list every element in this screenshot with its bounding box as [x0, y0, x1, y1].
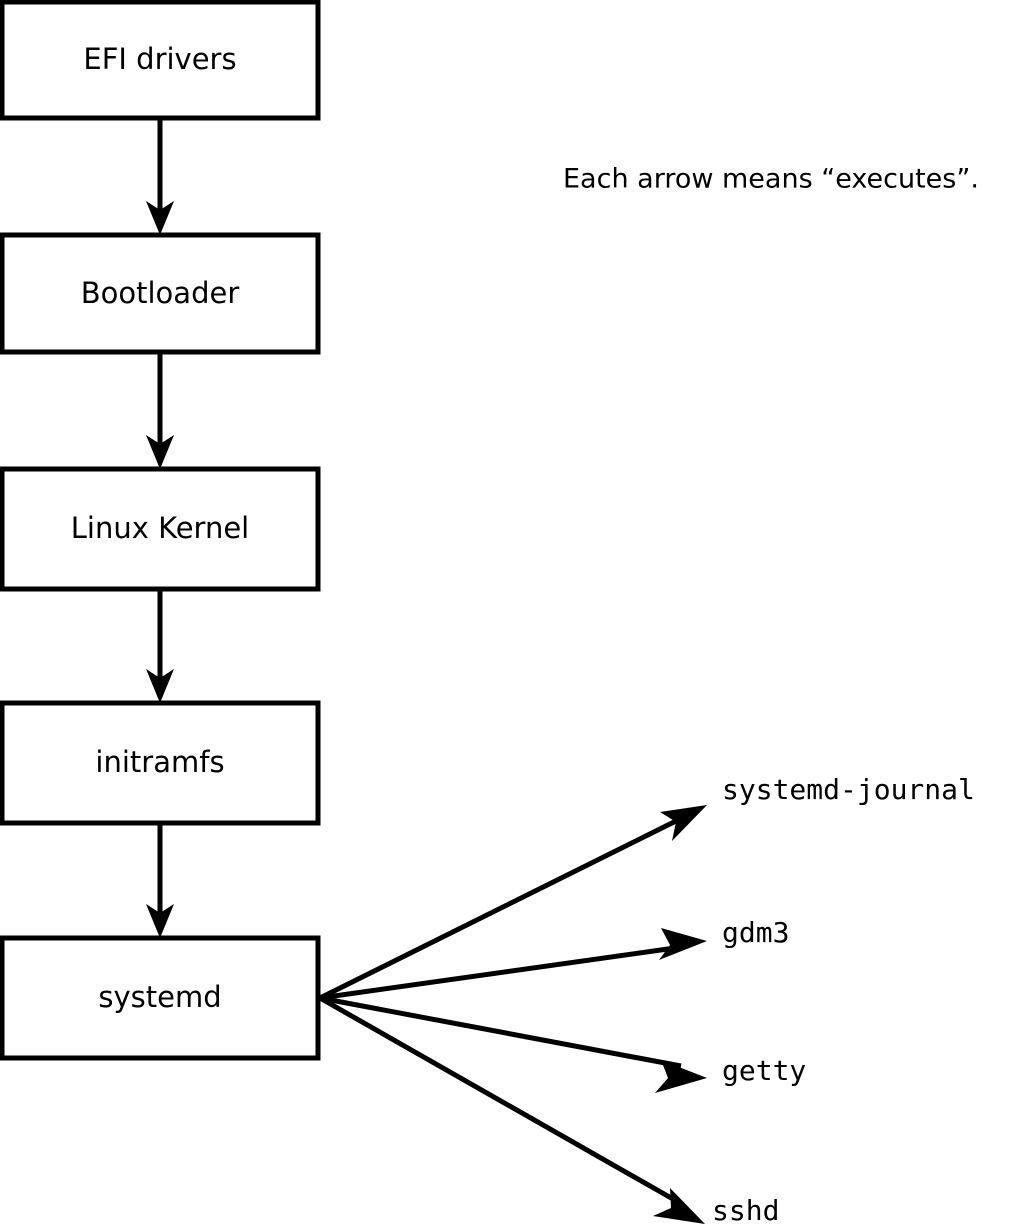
box-linux-kernel[interactable]: Linux Kernel [0, 466, 321, 592]
label-systemd-journal: systemd-journal [722, 773, 975, 806]
connector-linux-kernel-to-initramfs [146, 589, 174, 703]
connector-systemd-to-systemd-journal [318, 805, 707, 1001]
legend-caption: Each arrow means “executes”. [563, 164, 979, 195]
arrowhead-icon [146, 904, 174, 938]
arrowhead-icon [146, 435, 174, 469]
box-label-linux-kernel: Linux Kernel [71, 511, 249, 545]
arrowhead-icon [660, 805, 707, 841]
label-getty: getty [722, 1054, 806, 1087]
connector-systemd-to-sshd [318, 995, 705, 1224]
arrowhead-icon [655, 1060, 707, 1093]
connector-efi-drivers-to-bootloader [146, 118, 174, 235]
connector-systemd-to-getty [319, 995, 707, 1093]
connector-bootloader-to-linux-kernel [146, 352, 174, 469]
connector-systemd-to-gdm3 [319, 928, 707, 1001]
arrowhead-icon [653, 1188, 705, 1224]
box-label-bootloader: Bootloader [81, 276, 240, 310]
box-label-initramfs: initramfs [95, 745, 224, 779]
systemd-fanout-connectors [318, 805, 707, 1224]
boot-chain-boxes: EFI drivers Bootloader Linux Kernel init… [0, 0, 321, 1061]
box-systemd[interactable]: systemd [0, 935, 321, 1061]
box-label-efi-drivers: EFI drivers [83, 42, 236, 76]
systemd-child-labels: systemd-journal gdm3 getty sshd [712, 773, 975, 1227]
box-label-systemd: systemd [98, 980, 221, 1014]
box-efi-drivers[interactable]: EFI drivers [0, 0, 321, 121]
label-sshd: sshd [712, 1194, 779, 1227]
arrowhead-icon [659, 928, 707, 960]
box-bootloader[interactable]: Bootloader [0, 232, 321, 355]
box-initramfs[interactable]: initramfs [0, 700, 321, 826]
label-gdm3: gdm3 [722, 916, 789, 949]
arrowhead-icon [146, 669, 174, 703]
connector-initramfs-to-systemd [146, 823, 174, 938]
arrowhead-icon [146, 201, 174, 235]
chain-connectors [146, 118, 174, 938]
